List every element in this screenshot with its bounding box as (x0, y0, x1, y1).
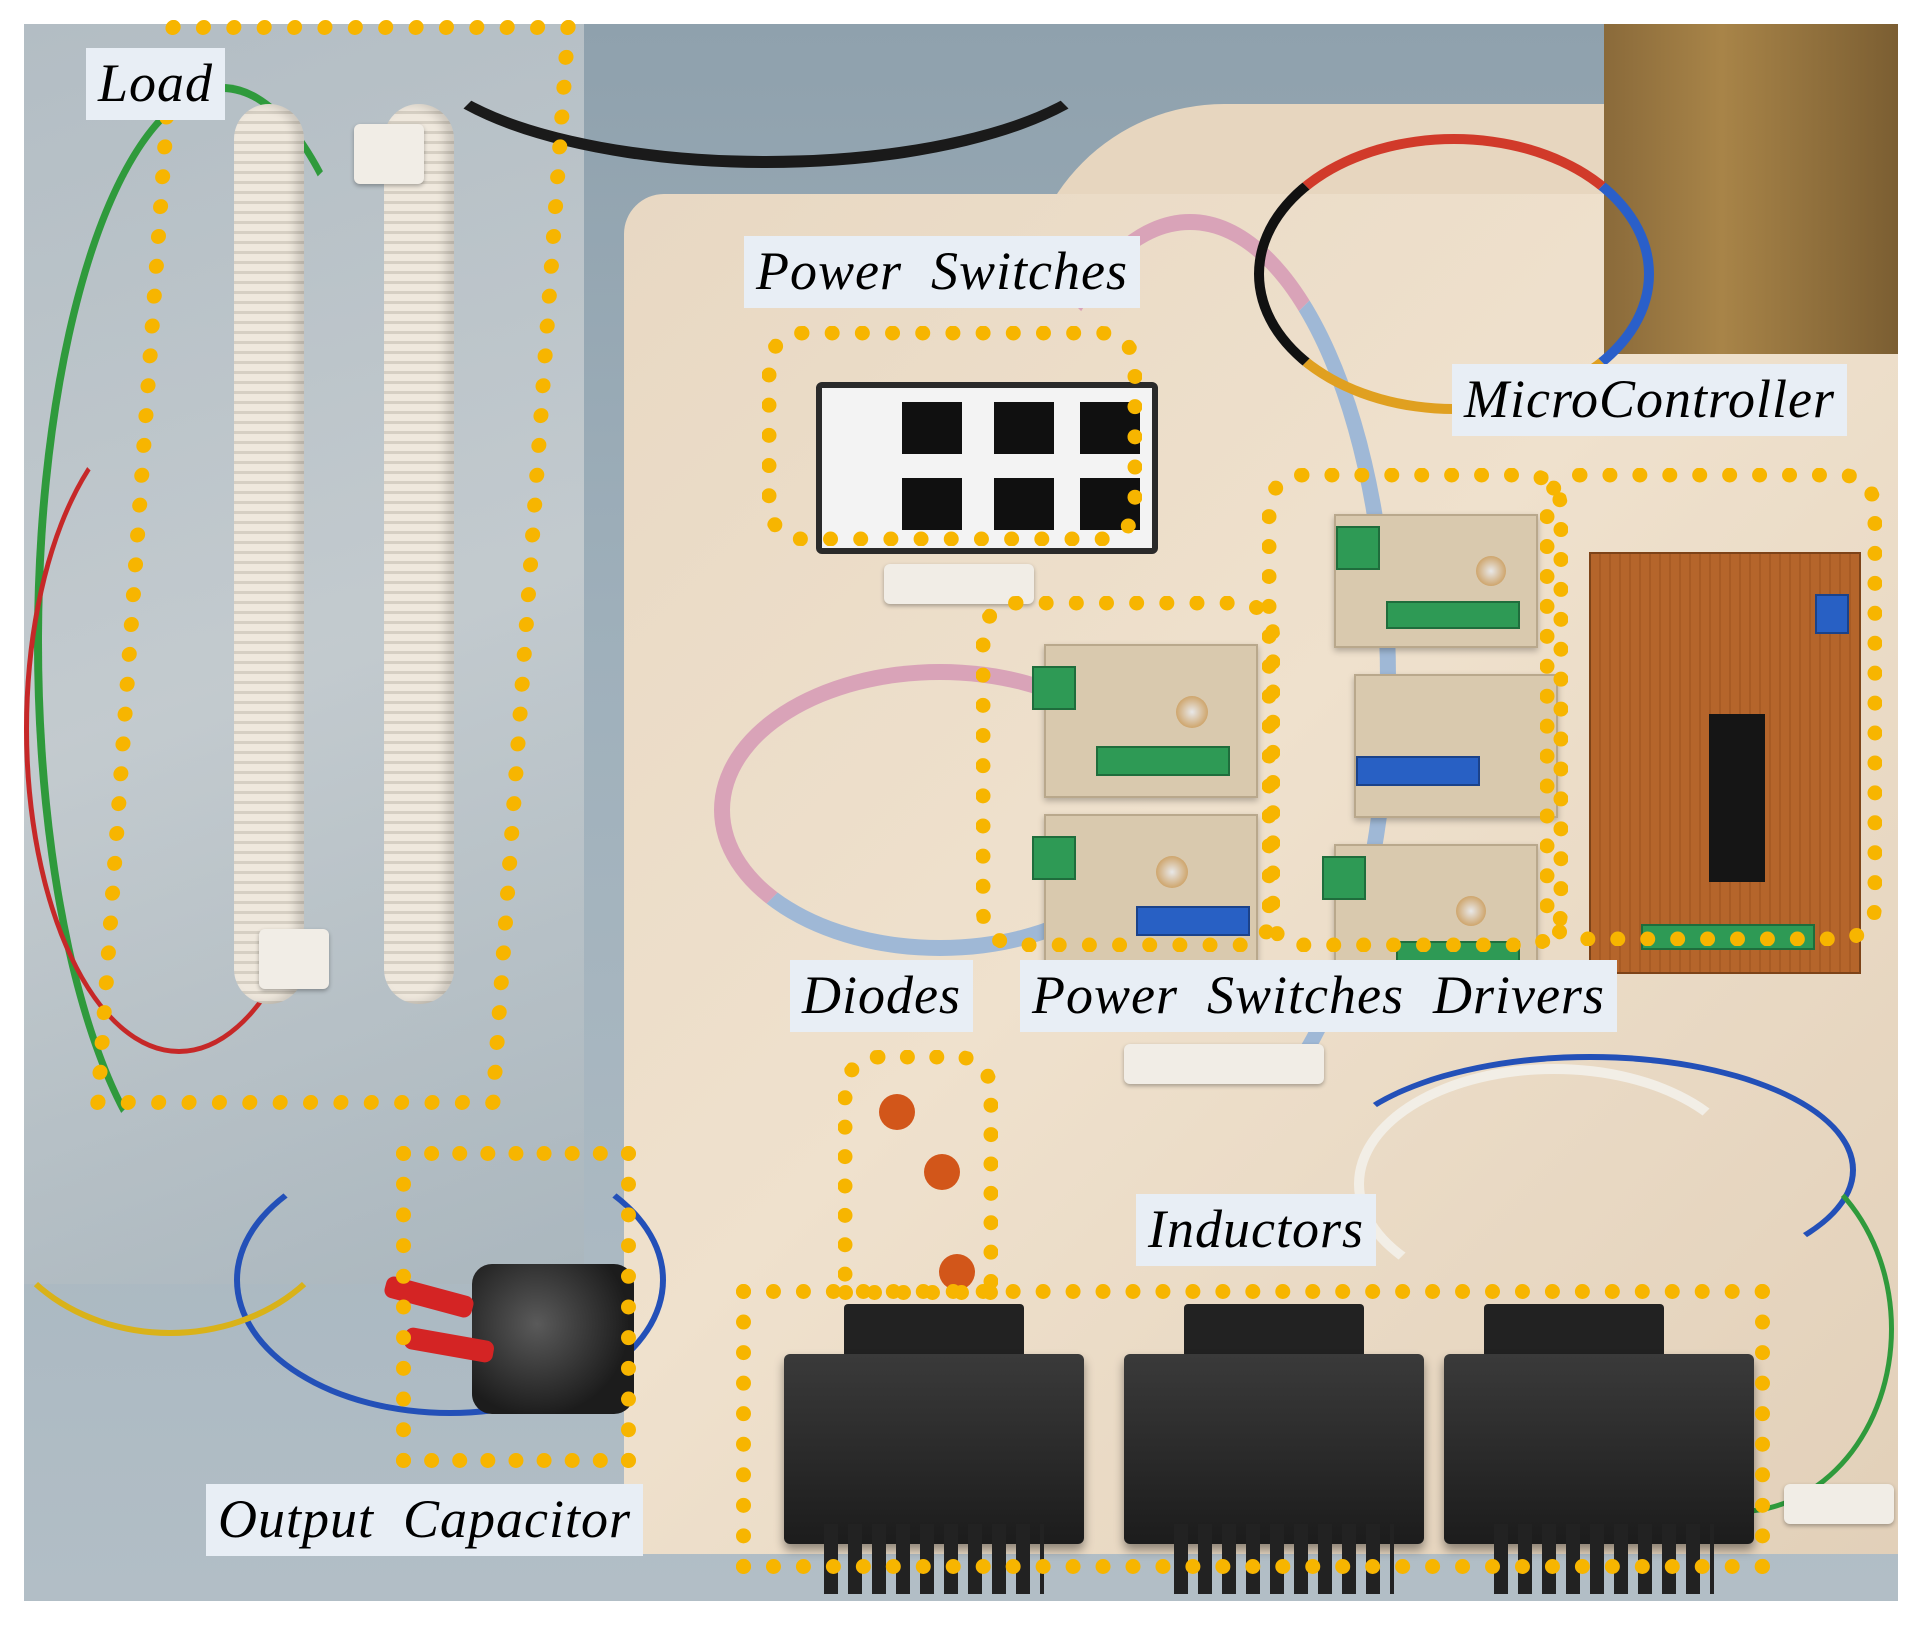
driver-terminal (1322, 856, 1366, 900)
diode-1 (879, 1094, 915, 1130)
mosfet-1 (902, 402, 962, 454)
inductor-3 (1444, 1354, 1754, 1544)
inductor-2 (1124, 1354, 1424, 1544)
label-load: Load (86, 48, 226, 120)
label-diodes: Diodes (790, 960, 973, 1032)
capacitor (1456, 896, 1486, 926)
mcu-terminal (1815, 594, 1849, 634)
terminal-block-right (1784, 1484, 1894, 1524)
driver-board-3 (1334, 514, 1538, 648)
capacitor (1156, 856, 1188, 888)
power-switches-highlight-box (762, 326, 1142, 546)
blue-wire-right (1324, 1054, 1856, 1286)
ceramic-terminal-bottom (259, 929, 329, 989)
mosfet-2 (994, 402, 1054, 454)
capacitor (1176, 696, 1208, 728)
driver-terminal (1336, 526, 1380, 570)
load-resistor-left (234, 104, 304, 1004)
drivers-highlight-box-right (1262, 468, 1568, 952)
microcontroller-board (1589, 552, 1861, 974)
driver-terminal-strip (1386, 601, 1520, 629)
label-inductors: Inductors (1136, 1194, 1376, 1266)
mosfet-5 (994, 478, 1054, 530)
ceramic-terminal-top (354, 124, 424, 184)
label-output-capacitor: Output Capacitor (206, 1484, 644, 1556)
terminal-block-middle (1124, 1044, 1324, 1084)
mosfet-4 (902, 478, 962, 530)
driver-terminal (1032, 666, 1076, 710)
power-switch-heatsink (816, 382, 1158, 554)
transformer (1604, 24, 1898, 354)
driver-terminal-strip (1096, 746, 1230, 776)
label-power-switches-drivers: Power Switches Drivers (1020, 960, 1617, 1032)
diode-2 (924, 1154, 960, 1190)
output-capacitor (472, 1264, 634, 1414)
load-resistor-right (384, 104, 454, 1004)
output-capacitor-highlight-box (396, 1146, 636, 1468)
label-microcontroller: MicroController (1452, 364, 1847, 436)
microcontroller-chip (1709, 714, 1765, 882)
driver-terminal-strip (1136, 906, 1250, 936)
inductor-1 (784, 1354, 1084, 1544)
diodes-highlight-box (838, 1050, 998, 1300)
drivers-highlight-box-left (976, 596, 1280, 952)
driver-terminal (1032, 836, 1076, 880)
inductors-highlight-box (736, 1284, 1770, 1574)
driver-board-4 (1354, 674, 1558, 818)
driver-terminal-strip (1356, 756, 1480, 786)
microcontroller-highlight-box (1540, 468, 1882, 946)
white-cable (1354, 1064, 1754, 1304)
capacitor (1476, 556, 1506, 586)
driver-board-1 (1032, 644, 1258, 798)
label-power-switches: Power Switches (744, 236, 1140, 308)
load-highlight-box (89, 20, 577, 1110)
yellow-wire (24, 1024, 356, 1336)
